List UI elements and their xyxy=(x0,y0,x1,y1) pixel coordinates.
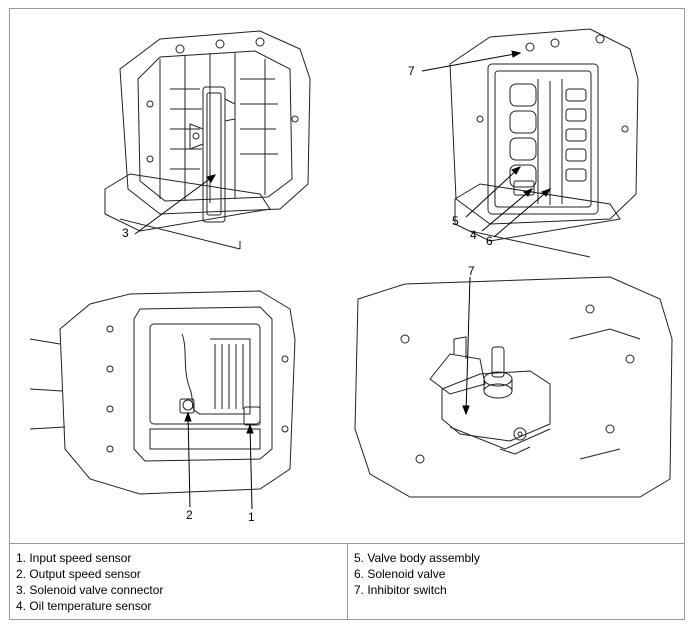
technical-illustration: 3 7 5 4 6 7 2 1 xyxy=(10,9,684,539)
callout-1: 1 xyxy=(248,510,255,524)
callout-4: 4 xyxy=(470,228,477,242)
panel-inhibitor-switch xyxy=(354,276,673,498)
legend-item: 3. Solenoid valve connector xyxy=(16,583,164,597)
legend-item: 7. Inhibitor switch xyxy=(354,583,447,597)
legend-column-left: 1. Input speed sensor 2. Output speed se… xyxy=(10,544,347,620)
legend-item: 6. Solenoid valve xyxy=(354,567,446,581)
callout-5: 5 xyxy=(452,214,459,228)
panel-speed-sensors xyxy=(29,290,296,510)
line-drawings xyxy=(29,28,673,510)
legend-item: 2. Output speed sensor xyxy=(16,567,141,581)
parts-legend: 1. Input speed sensor 2. Output speed se… xyxy=(10,543,684,620)
callout-6: 6 xyxy=(486,234,493,248)
legend-column-right: 5. Valve body assembly 6. Solenoid valve… xyxy=(347,544,684,620)
panel-solenoid-connector xyxy=(104,30,311,250)
callout-3: 3 xyxy=(122,226,129,240)
document-frame: 3 7 5 4 6 7 2 1 1. Input speed sensor 2.… xyxy=(9,8,685,620)
legend-item: 5. Valve body assembly xyxy=(354,551,480,565)
legend-item: 1. Input speed sensor xyxy=(16,551,132,565)
callout-7-top: 7 xyxy=(408,64,415,78)
callout-2: 2 xyxy=(186,508,193,522)
panel-valve-body xyxy=(421,28,639,258)
legend-item: 4. Oil temperature sensor xyxy=(16,599,152,613)
callout-7-bottom: 7 xyxy=(468,264,475,278)
